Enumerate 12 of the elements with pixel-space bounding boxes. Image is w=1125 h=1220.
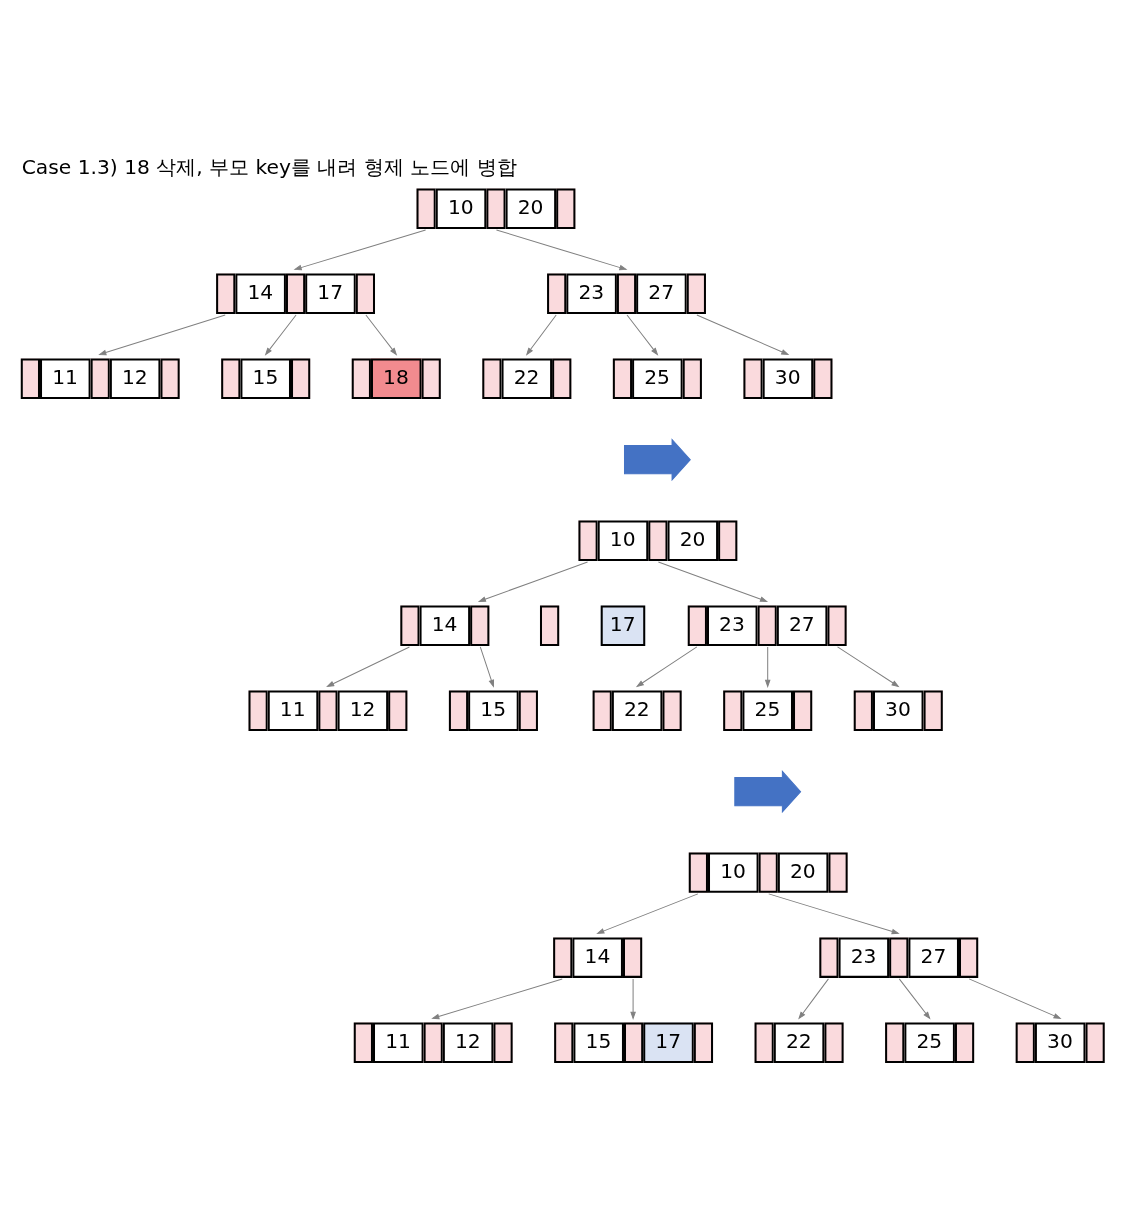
node-text: 23 27 bbox=[719, 611, 815, 636]
node-text: 23 27 bbox=[578, 279, 675, 304]
node-text: 10 20 bbox=[447, 194, 544, 219]
node-text: 11 12 bbox=[52, 364, 148, 389]
node-text: 23 27 bbox=[850, 943, 947, 968]
node-text: 14 17 bbox=[247, 279, 344, 304]
node-text: 11 12 bbox=[385, 1028, 481, 1053]
diagram-title: Case 1.3) 18 삭제, 부모 key를 내려 형제 노드에 병합 bbox=[21, 154, 517, 179]
node-text: 14 bbox=[431, 611, 458, 636]
node-text: 10 20 bbox=[609, 526, 706, 551]
node-text: 10 20 bbox=[720, 858, 816, 883]
node-text: 11 12 bbox=[279, 696, 376, 721]
